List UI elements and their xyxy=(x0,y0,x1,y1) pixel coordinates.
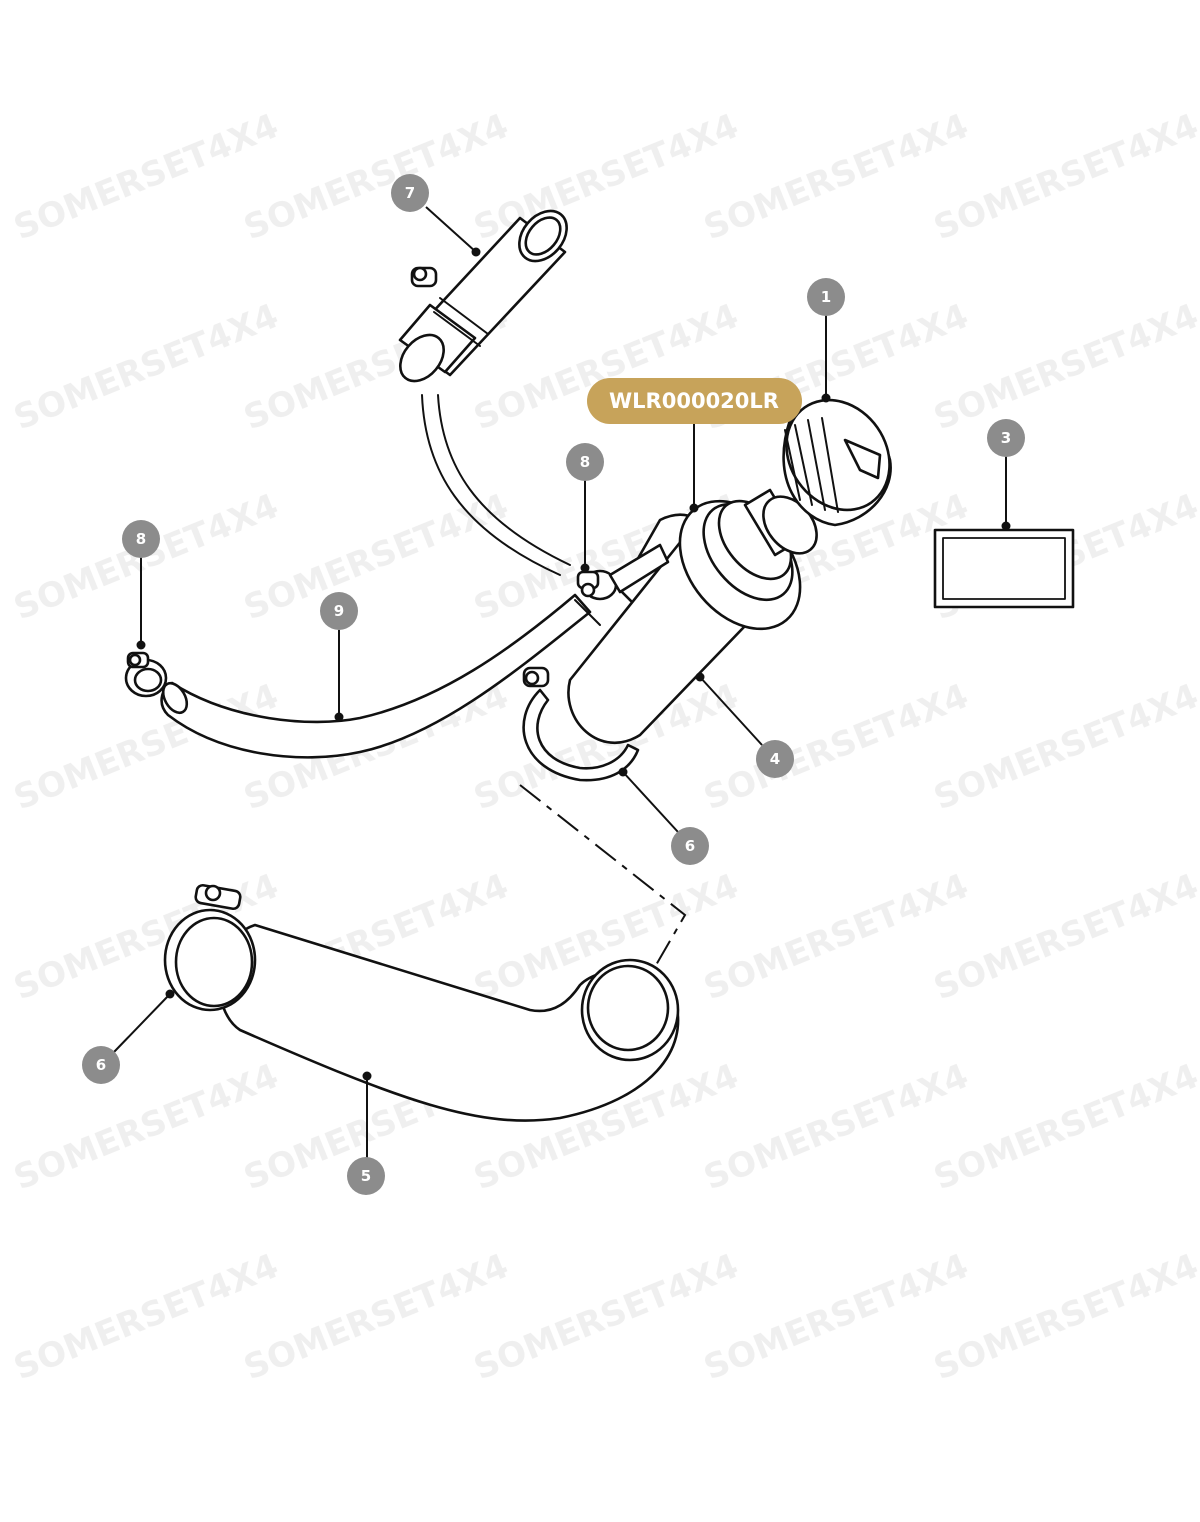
callout-circle xyxy=(122,520,160,558)
callout-5[interactable]: 5 xyxy=(347,1157,385,1195)
leader-4 xyxy=(699,676,763,746)
callout-circle xyxy=(391,174,429,212)
leader-dot xyxy=(695,672,705,682)
breather-hose-part-9 xyxy=(160,593,592,759)
watermark: SOMERSET4X4 xyxy=(238,486,514,628)
callout-circle xyxy=(82,1046,120,1084)
hose-clip-left-part-8 xyxy=(124,651,168,698)
callout-circle xyxy=(347,1157,385,1195)
callout-circle xyxy=(566,443,604,481)
callout-label: 9 xyxy=(334,602,344,620)
callout-3[interactable]: 3 xyxy=(987,419,1025,457)
callout-label: 1 xyxy=(821,288,831,306)
watermark: SOMERSET4X4 xyxy=(8,1056,284,1198)
watermark: SOMERSET4X4 xyxy=(468,106,744,248)
leader-dot xyxy=(471,247,481,257)
callout-circle xyxy=(756,740,794,778)
callout-label: 8 xyxy=(136,530,146,548)
watermark: SOMERSET4X4 xyxy=(8,106,284,248)
callout-9[interactable]: 9 xyxy=(320,592,358,630)
callout-4[interactable]: 4 xyxy=(756,740,794,778)
part-code-text: WLR000020LR xyxy=(609,389,779,413)
filler-cap-part-1 xyxy=(743,398,892,557)
watermark: SOMERSET4X4 xyxy=(928,1246,1200,1388)
watermark: SOMERSET4X4 xyxy=(928,1056,1200,1198)
callout-label: 3 xyxy=(1001,429,1011,447)
watermark: SOMERSET4X4 xyxy=(698,106,974,248)
watermark: SOMERSET4X4 xyxy=(698,1056,974,1198)
part-code-badge[interactable]: WLR000020LR xyxy=(587,378,802,424)
callout-circle xyxy=(320,592,358,630)
callout-label: 6 xyxy=(96,1056,106,1074)
leader-dot xyxy=(580,563,590,573)
watermark: SOMERSET4X4 xyxy=(698,1246,974,1388)
callout-label: 7 xyxy=(405,184,415,202)
watermark: SOMERSET4X4 xyxy=(698,676,974,818)
leader-dot xyxy=(165,989,175,999)
watermark: SOMERSET4X4 xyxy=(468,1246,744,1388)
upper-tube-part-7 xyxy=(398,209,571,576)
watermark: SOMERSET4X4 xyxy=(928,106,1200,248)
watermark: SOMERSET4X4 xyxy=(698,866,974,1008)
leader-dot xyxy=(1001,521,1011,531)
leader-6b xyxy=(113,993,171,1053)
leader-6a xyxy=(622,771,679,833)
callout-circle xyxy=(807,278,845,316)
watermark-layer: SOMERSET4X4 SOMERSET4X4 SOMERSET4X4 SOME… xyxy=(8,106,1200,1388)
leader-dot xyxy=(618,767,628,777)
callout-label: 8 xyxy=(580,453,590,471)
callout-circle xyxy=(671,827,709,865)
callout-7[interactable]: 7 xyxy=(391,174,429,212)
leader-dot xyxy=(689,503,699,513)
hose-clamp-lower-part-6 xyxy=(163,883,257,1012)
lower-elbow-hose-part-5 xyxy=(217,923,680,1122)
leader-dot xyxy=(136,640,146,650)
callout-1[interactable]: 1 xyxy=(807,278,845,316)
hose-clip-top-part-8 xyxy=(576,543,670,601)
leader-dot xyxy=(334,712,344,722)
leader-7 xyxy=(425,206,477,253)
callout-6-lower[interactable]: 6 xyxy=(82,1046,120,1084)
watermark: SOMERSET4X4 xyxy=(8,1246,284,1388)
watermark: SOMERSET4X4 xyxy=(238,106,514,248)
watermark: SOMERSET4X4 xyxy=(928,296,1200,438)
callout-6-upper[interactable]: 6 xyxy=(671,827,709,865)
watermark: SOMERSET4X4 xyxy=(928,866,1200,1008)
part-code-pill xyxy=(587,378,802,424)
callout-label: 4 xyxy=(770,750,780,768)
callout-8-top[interactable]: 8 xyxy=(566,443,604,481)
leader-dot xyxy=(362,1071,372,1081)
label-plate-part-3 xyxy=(933,528,1075,609)
callout-8-left[interactable]: 8 xyxy=(122,520,160,558)
callout-label: 6 xyxy=(685,837,695,855)
leader-lines xyxy=(113,206,1011,1158)
connection-dash-line xyxy=(519,784,687,1011)
watermark: SOMERSET4X4 xyxy=(8,296,284,438)
watermark: SOMERSET4X4 xyxy=(238,1246,514,1388)
callout-circle xyxy=(987,419,1025,457)
callout-label: 5 xyxy=(361,1167,371,1185)
watermark: SOMERSET4X4 xyxy=(928,676,1200,818)
leader-dot xyxy=(821,393,831,403)
hose-clamp-upper-part-6 xyxy=(522,666,640,782)
